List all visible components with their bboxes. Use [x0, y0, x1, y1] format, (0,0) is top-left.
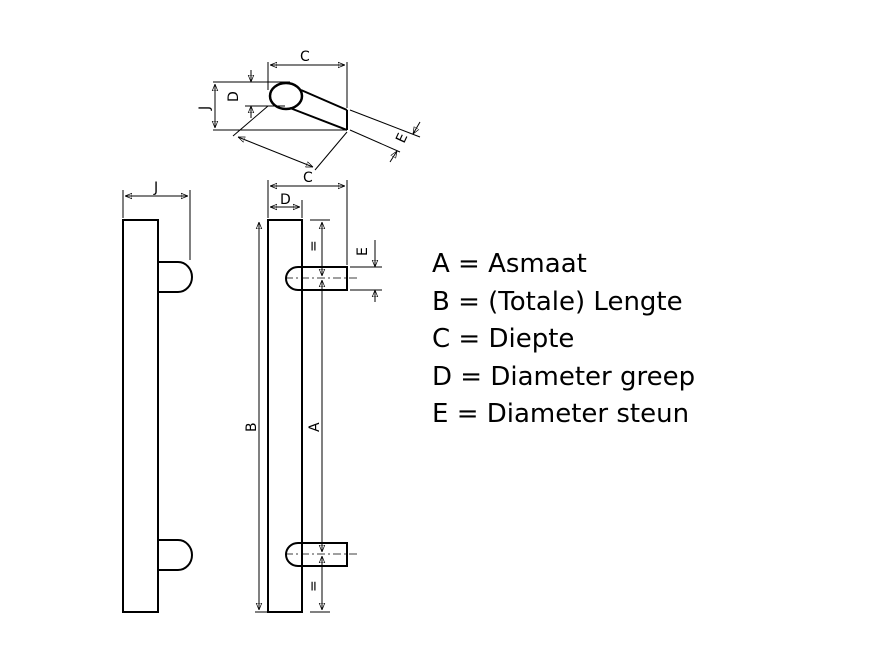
left-view — [122, 190, 193, 613]
dim-label-a: A — [307, 422, 323, 432]
dim-label-b: B — [244, 422, 260, 432]
top-view — [213, 62, 421, 171]
dim-label-equal-top: = — [306, 240, 322, 252]
dim-label-j-top: J — [197, 106, 213, 111]
dim-label-equal-bottom: = — [306, 580, 322, 592]
dim-label-d: D — [280, 192, 291, 208]
side-view — [255, 180, 382, 613]
dim-label-j: J — [153, 180, 158, 196]
dim-label-c-top: C — [300, 49, 310, 65]
dimension-legend: A = Asmaat B = (Totale) Lengte C = Diept… — [432, 246, 695, 434]
legend-item-b: B = (Totale) Lengte — [432, 286, 683, 317]
legend-item-d: D = Diameter greep — [432, 361, 696, 392]
dim-label-e: E — [355, 247, 371, 256]
legend-item-a: A = Asmaat — [432, 249, 587, 279]
legend-item-c: C = Diepte — [432, 324, 575, 354]
legend-item-e: E = Diameter steun — [432, 399, 690, 429]
dim-label-c-diag: C — [303, 170, 313, 186]
dim-label-d-top: D — [226, 91, 242, 102]
